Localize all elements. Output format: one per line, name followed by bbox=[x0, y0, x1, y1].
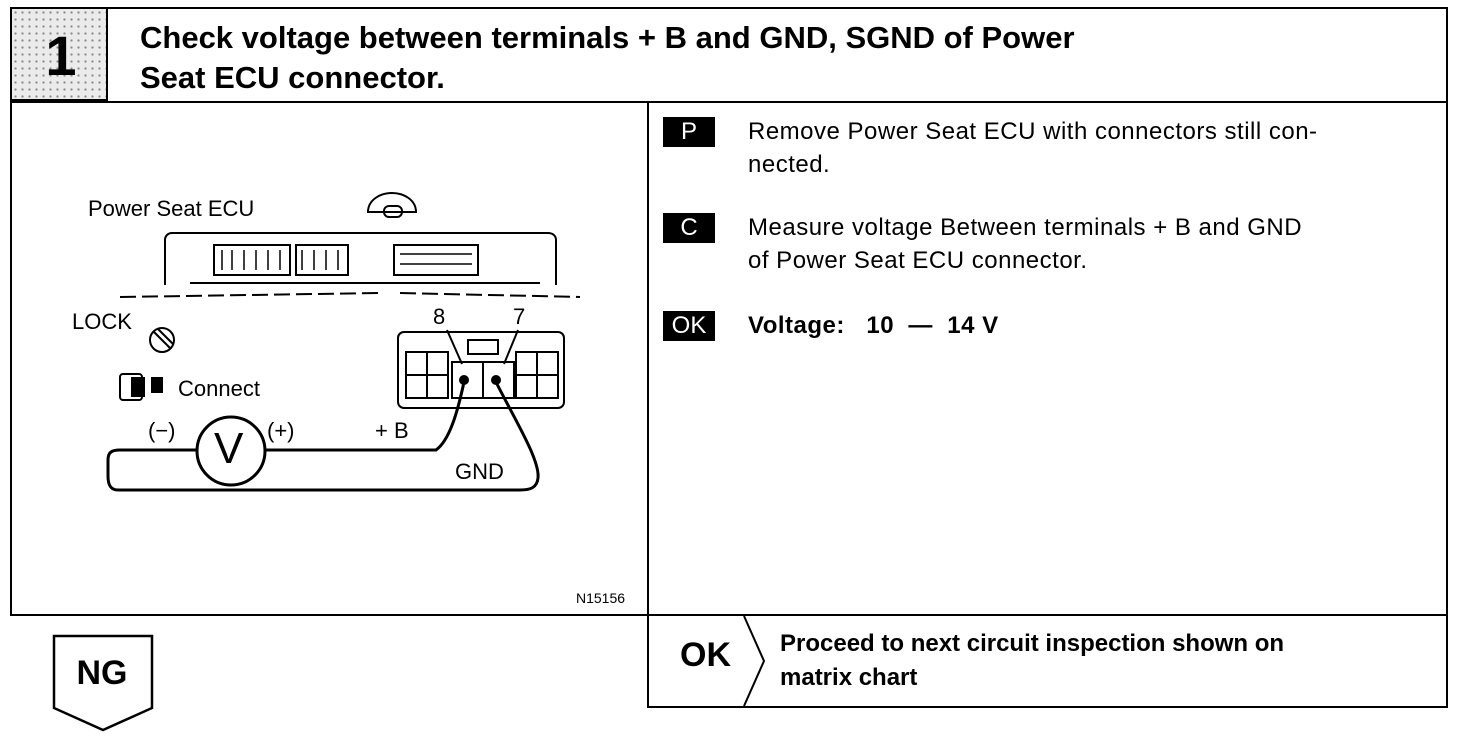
pin-8-probe bbox=[459, 375, 469, 385]
step-c-text: Measure voltage Between terminals + B an… bbox=[748, 211, 1438, 277]
ok-result-line-1: Proceed to next circuit inspection shown… bbox=[780, 630, 1285, 657]
connect-icon bbox=[119, 373, 163, 401]
step-p-line-2: nected. bbox=[748, 151, 831, 178]
column-divider bbox=[647, 101, 649, 615]
ecu-label: Power Seat ECU bbox=[88, 196, 255, 221]
ecu-connector bbox=[397, 331, 565, 409]
lock-screw-icon bbox=[149, 327, 175, 353]
pin-leaders bbox=[446, 329, 519, 365]
ok-result-box bbox=[647, 614, 1448, 708]
wiring-diagram bbox=[106, 191, 581, 492]
voltmeter-icon bbox=[195, 415, 267, 487]
connect-label: Connect bbox=[178, 376, 260, 401]
step-title: Check voltage between terminals + B and … bbox=[140, 18, 1380, 98]
header-box bbox=[10, 7, 1448, 103]
title-line-2: Seat ECU connector. bbox=[140, 60, 445, 95]
lock-label: LOCK bbox=[72, 309, 132, 334]
ng-result-label: NG bbox=[76, 654, 128, 692]
figure-id: N15156 bbox=[576, 590, 626, 606]
ecu-body bbox=[119, 191, 581, 298]
voltage-spec: Voltage: 10 — 14 V bbox=[748, 312, 999, 339]
step-tag-ok: OK bbox=[663, 311, 715, 341]
minus-lead-label: (−) bbox=[148, 418, 176, 443]
voltmeter-symbol: V bbox=[214, 424, 244, 473]
pin-7-label: 7 bbox=[513, 304, 526, 329]
step-c-line-2: of Power Seat ECU connector. bbox=[748, 247, 1088, 274]
step-tag-c: C bbox=[663, 213, 715, 243]
b-terminal-label: + B bbox=[375, 418, 409, 443]
ok-result-text: Proceed to next circuit inspection shown… bbox=[780, 627, 1420, 695]
pin-7-probe bbox=[491, 375, 501, 385]
meter-leads bbox=[106, 381, 540, 492]
ok-result-line-2: matrix chart bbox=[780, 664, 918, 691]
body-box bbox=[10, 101, 1448, 616]
step-c-line-1: Measure voltage Between terminals + B an… bbox=[748, 214, 1303, 241]
pin-8-label: 8 bbox=[433, 304, 446, 329]
ok-result-label: OK bbox=[680, 636, 731, 674]
gnd-label: GND bbox=[455, 459, 504, 484]
step-number-box: 1 bbox=[10, 7, 108, 101]
step-tag-p: P bbox=[663, 117, 715, 147]
ok-arrow-divider bbox=[743, 616, 766, 706]
step-number: 1 bbox=[45, 24, 77, 87]
plus-lead-label: (+) bbox=[267, 418, 295, 443]
step-p-text: Remove Power Seat ECU with connectors st… bbox=[748, 115, 1438, 181]
title-line-1: Check voltage between terminals + B and … bbox=[140, 20, 1075, 55]
ng-result-shape bbox=[52, 634, 154, 732]
step-p-line-1: Remove Power Seat ECU with connectors st… bbox=[748, 118, 1318, 145]
